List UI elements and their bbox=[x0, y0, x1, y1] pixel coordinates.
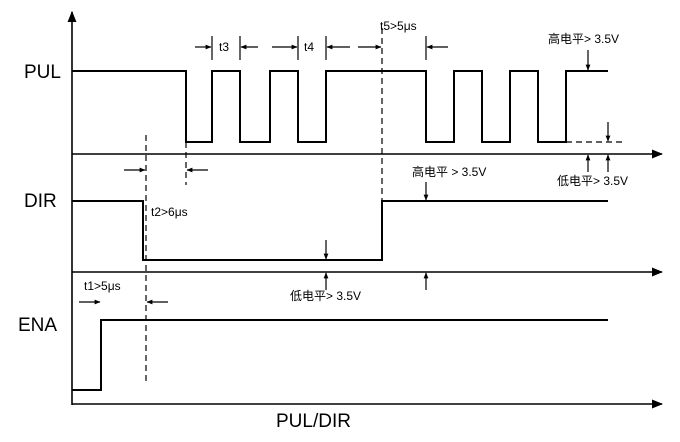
pul-waveform bbox=[72, 70, 608, 143]
t4-label: t4 bbox=[304, 40, 314, 54]
t1-label: t1>5μs bbox=[84, 279, 121, 293]
pul-high-annotation: 高电平> 3.5V bbox=[548, 31, 619, 71]
t3-label: t3 bbox=[219, 40, 229, 54]
t2-dimension: t2>6μs bbox=[124, 167, 208, 219]
dir-waveform bbox=[72, 200, 608, 261]
ena-waveform bbox=[72, 319, 608, 391]
pul-high-label: 高电平> 3.5V bbox=[548, 31, 619, 46]
dir-low-label: 低电平> 3.5V bbox=[290, 289, 361, 303]
axes bbox=[67, 10, 664, 409]
t3-dimension: t3 bbox=[195, 36, 258, 60]
pul-low-label: 低电平> 3.5V bbox=[557, 174, 628, 188]
dir-label: DIR bbox=[24, 191, 57, 212]
t5-label: t5>5μs bbox=[380, 19, 417, 33]
dir-high-label: 高电平 > 3.5V bbox=[412, 164, 486, 179]
t2-label: t2>6μs bbox=[151, 205, 188, 219]
t5-dimension: t5>5μs bbox=[358, 19, 448, 60]
x-axis-title: PUL/DIR bbox=[276, 411, 351, 432]
t1-dimension: t1>5μs bbox=[79, 279, 168, 305]
ena-label: ENA bbox=[18, 315, 57, 336]
pul-low-annotation: 低电平> 3.5V bbox=[557, 122, 628, 188]
t4-dimension: t4 bbox=[272, 36, 350, 60]
pul-label: PUL bbox=[24, 62, 61, 83]
dir-high-annotation: 高电平 > 3.5V bbox=[412, 164, 486, 201]
dir-low-annotation: 低电平> 3.5V bbox=[290, 240, 429, 303]
